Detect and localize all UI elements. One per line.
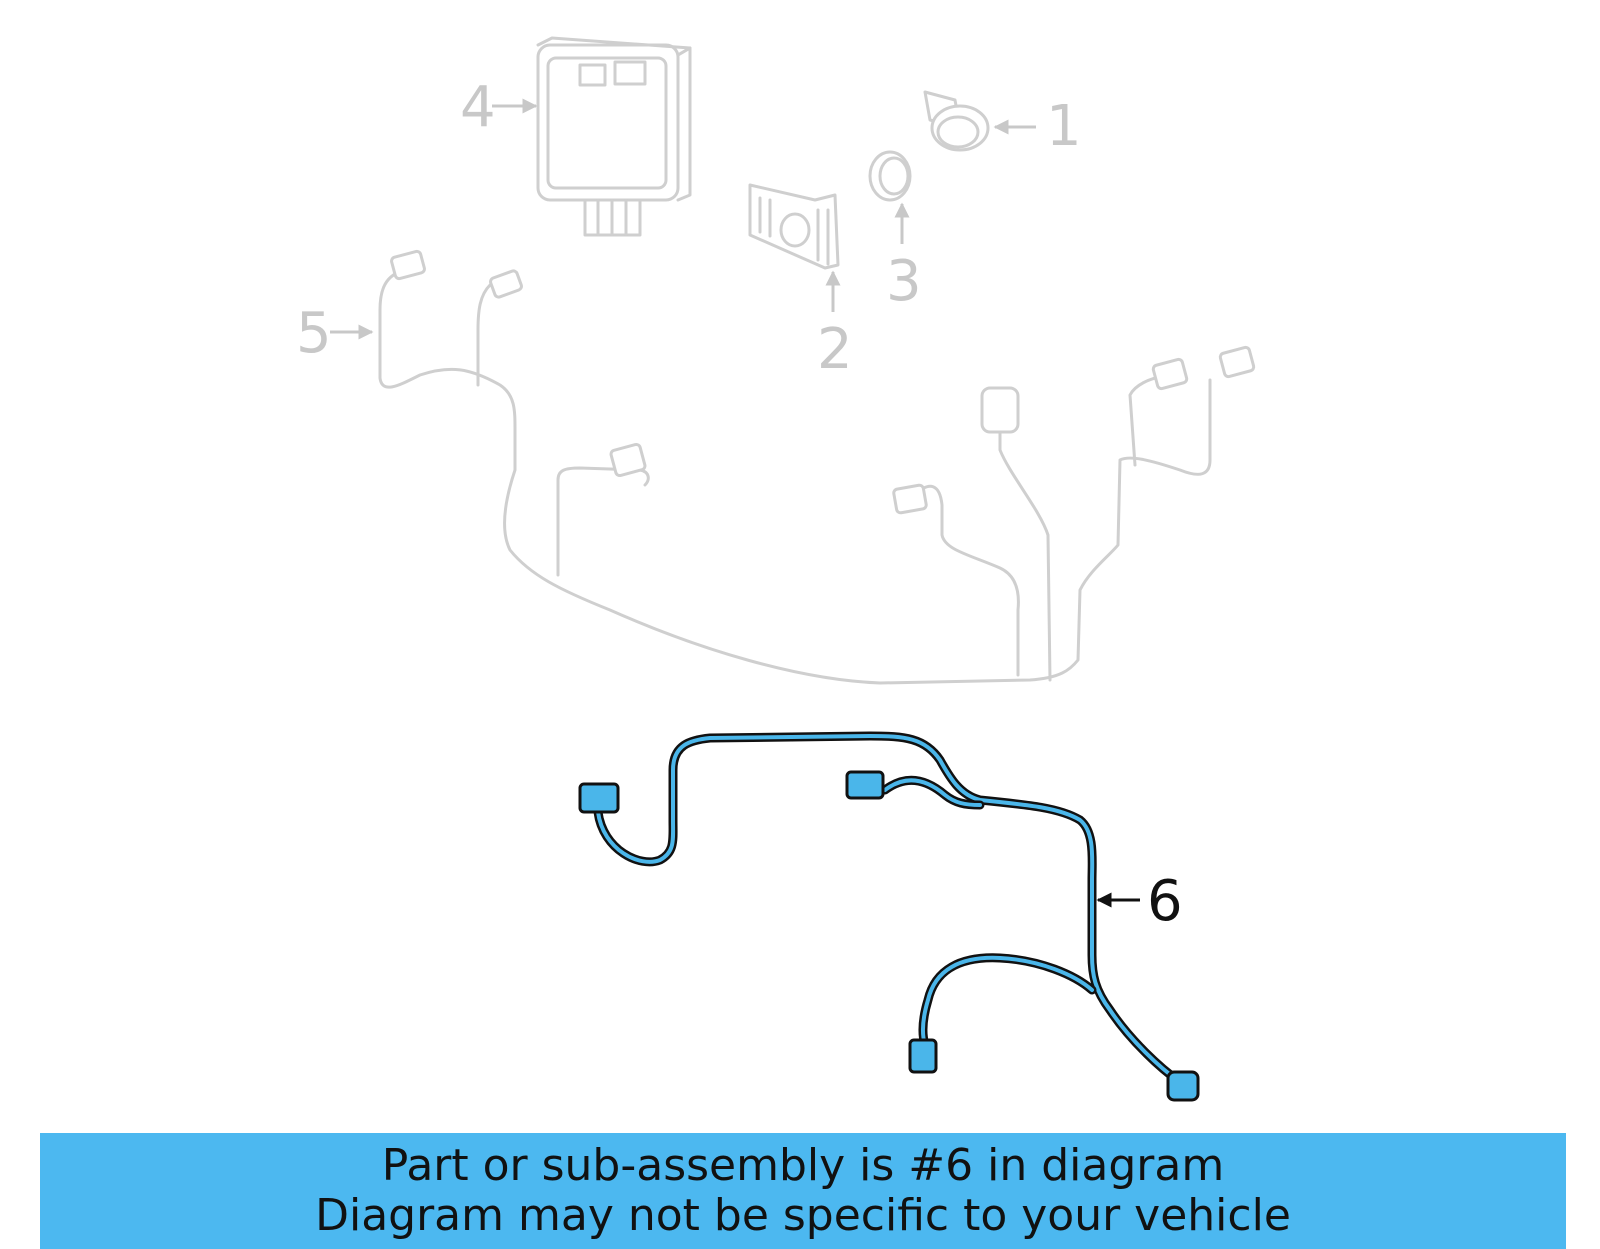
harness-connector [908,1038,938,1074]
harness-connector [578,782,620,814]
callout-3: 3 [886,202,922,314]
harness-connector [845,770,885,800]
callout-2: 2 [817,270,853,382]
callout-5: 5 [296,301,374,366]
banner-line-2: Diagram may not be specific to your vehi… [315,1190,1291,1241]
svg-text:2: 2 [817,317,853,382]
callout-1: 1 [993,94,1082,159]
svg-text:5: 5 [296,301,332,366]
parts-diagram: 4 1 3 2 [296,36,1256,1102]
svg-text:1: 1 [1046,94,1082,159]
bumper-wiring-harness [378,249,1256,685]
control-module [536,36,692,237]
sensor-wiring-harness-highlighted [578,731,1200,1102]
parking-sensor [923,90,990,152]
svg-text:6: 6 [1147,869,1183,934]
svg-text:4: 4 [460,75,496,140]
harness-connector [1166,1070,1200,1102]
callout-6: 6 [1096,869,1183,934]
info-banner: Part or sub-assembly is #6 in diagram Di… [40,1133,1566,1249]
banner-line-1: Part or sub-assembly is #6 in diagram [381,1140,1225,1191]
sensor-grommet [868,150,912,202]
sensor-bracket [748,183,840,270]
callout-4: 4 [460,75,538,140]
svg-text:3: 3 [886,249,922,314]
